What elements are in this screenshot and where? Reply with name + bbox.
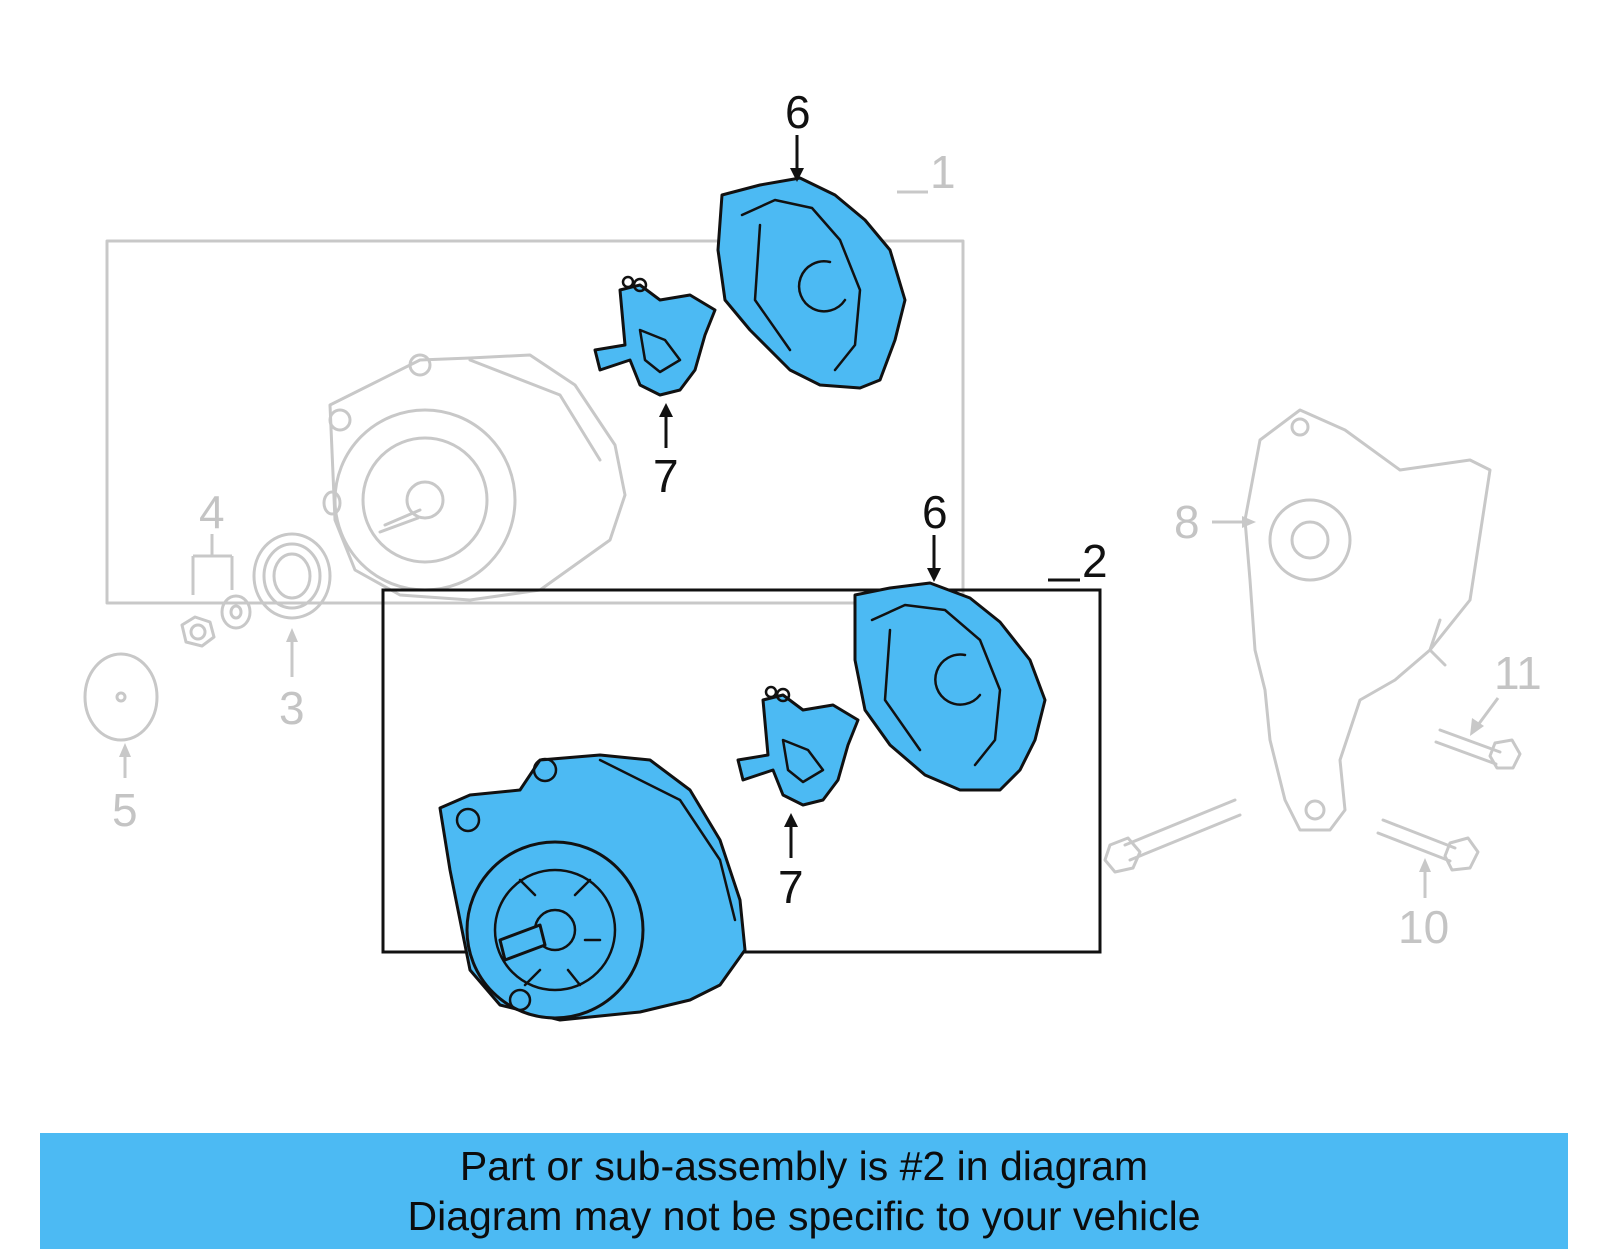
callout-5: 5 (112, 784, 138, 836)
callout-2: 2 (1082, 535, 1108, 587)
bolt-11-faded (1434, 728, 1522, 770)
callout-1: 1 (930, 146, 956, 198)
alternator-faded (328, 353, 627, 602)
assembly-box-1 (105, 239, 965, 605)
alternator-highlighted (438, 753, 747, 1022)
arrowhead-7-bottom (784, 813, 798, 827)
arrow-4 (191, 534, 234, 595)
arrowhead-7-top (659, 403, 673, 417)
footer-banner: Part or sub-assembly is #2 in diagram Di… (40, 1133, 1568, 1249)
nut-faded (180, 615, 216, 648)
callout-6-top: 6 (785, 86, 811, 138)
arrowhead-10 (1419, 858, 1431, 872)
callout-11: 11 (1494, 647, 1542, 699)
callout-7-top: 7 (653, 450, 679, 502)
arrowhead-6-top (790, 168, 804, 182)
regulator-top (593, 275, 717, 397)
pulley-faded (252, 532, 332, 620)
footer-line-2: Diagram may not be specific to your vehi… (407, 1193, 1201, 1239)
bolt-long-faded (1103, 798, 1242, 874)
callout-6-bottom: 6 (922, 486, 948, 538)
callout-8: 8 (1174, 496, 1200, 548)
regulator-bottom (736, 685, 860, 807)
housing-bottom (853, 581, 1047, 792)
washer-faded (220, 594, 252, 630)
arrowhead-11 (1470, 718, 1484, 736)
callout-3: 3 (279, 682, 305, 734)
bracket-faded (1243, 408, 1492, 832)
bolt-10-faded (1376, 818, 1480, 872)
arrowhead-8 (1242, 516, 1256, 528)
parts-diagram: 6 6 7 7 2 1 4 3 5 8 10 11 (83, 86, 1542, 1022)
housing-top (716, 176, 907, 390)
callout-10: 10 (1398, 901, 1449, 953)
arrowhead-6-bottom (927, 568, 941, 582)
callout-7-bottom: 7 (778, 861, 804, 913)
cap-faded (83, 652, 159, 742)
footer-line-1: Part or sub-assembly is #2 in diagram (459, 1143, 1149, 1189)
arrowhead-5 (119, 743, 131, 757)
arrow-11 (1476, 697, 1500, 726)
arrowhead-3 (286, 628, 298, 642)
callout-4: 4 (199, 486, 225, 538)
seal-faded (322, 490, 342, 516)
